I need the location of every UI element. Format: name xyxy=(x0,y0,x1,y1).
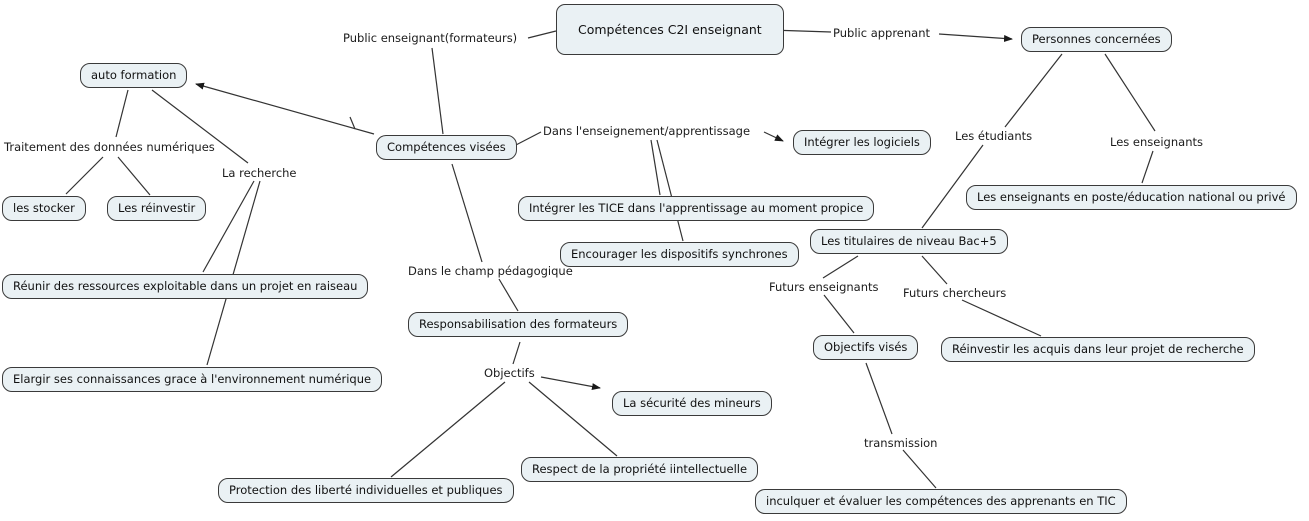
edge-label-dans-enseignement[interactable]: Dans l'enseignement/apprentissage xyxy=(543,124,751,138)
node-reinvestir-acquis[interactable]: Réinvestir les acquis dans leur projet d… xyxy=(941,337,1255,362)
edge-tick xyxy=(349,116,356,130)
edge-main-to-public-enseignant xyxy=(527,30,557,39)
edge-objectifs-to-protection xyxy=(390,381,506,478)
edge-futurs-chercheurs-to-reinvestir-acquis xyxy=(961,299,1042,337)
node-competences-c2i[interactable]: Compétences C2I enseignant xyxy=(556,4,784,55)
edge-label-futurs-chercheurs[interactable]: Futurs chercheurs xyxy=(903,286,1007,300)
edge-auto-formation-to-traitement xyxy=(115,89,129,138)
edge-dans-enseignement-to-encourager xyxy=(656,139,684,242)
edge-dans-enseignement-to-integrer-logiciels xyxy=(763,131,784,142)
edge-objectifs-to-securite xyxy=(540,376,601,390)
edge-auto-formation-to-la-recherche xyxy=(151,89,249,164)
edge-label-transmission[interactable]: transmission xyxy=(864,436,938,450)
edge-la-recherche-to-reunir xyxy=(202,180,255,273)
edge-objectifs-vises-to-transmission xyxy=(865,362,893,435)
edge-la-recherche-to-elargir xyxy=(206,180,261,366)
node-elargir-connaissances[interactable]: Elargir ses connaissances grace à l'envi… xyxy=(2,367,383,392)
edge-label-dans-champ-pedagogique[interactable]: Dans le champ pédagogique xyxy=(408,264,573,278)
edge-label-objectifs[interactable]: Objectifs xyxy=(484,366,535,380)
edge-personnes-to-les-etudiants xyxy=(1004,53,1063,128)
edge-label-la-recherche[interactable]: La recherche xyxy=(222,166,297,180)
node-protection-libertes[interactable]: Protection des liberté individuelles et … xyxy=(218,478,514,503)
node-les-reinvestir[interactable]: Les réinvestir xyxy=(107,196,207,221)
edge-competences-visees-to-auto-formation xyxy=(195,82,375,135)
node-respect-propriete[interactable]: Respect de la propriété iintellectuelle xyxy=(521,457,759,482)
node-competences-visees[interactable]: Compétences visées xyxy=(376,135,517,160)
node-les-stocker[interactable]: les stocker xyxy=(2,196,86,221)
edge-responsabilisation-to-objectifs xyxy=(512,341,521,365)
edge-label-traitement-donnees[interactable]: Traitement des données numériques xyxy=(4,140,215,154)
node-integrer-tice[interactable]: Intégrer les TICE dans l'apprentissage a… xyxy=(518,196,875,221)
edge-competences-visees-to-dans-enseignement xyxy=(513,131,542,147)
edge-bac5-to-futurs-chercheurs xyxy=(921,255,948,285)
edge-label-public-enseignant[interactable]: Public enseignant(formateurs) xyxy=(343,31,518,45)
edge-les-enseignants-to-poste xyxy=(1141,150,1154,184)
node-responsabilisation[interactable]: Responsabilisation des formateurs xyxy=(408,312,629,337)
edge-label-public-apprenant[interactable]: Public apprenant xyxy=(833,26,931,40)
edge-objectifs-to-respect xyxy=(528,381,618,457)
edge-label-futurs-enseignants[interactable]: Futurs enseignants xyxy=(769,280,879,294)
node-auto-formation[interactable]: auto formation xyxy=(80,63,188,88)
edge-traitement-to-les-stocker xyxy=(65,156,104,195)
edge-public-enseignant-to-competences-visees xyxy=(431,47,444,135)
edge-traitement-to-les-reinvestir xyxy=(117,156,151,196)
node-enseignants-poste[interactable]: Les enseignants en poste/éducation natio… xyxy=(966,185,1297,210)
edge-personnes-to-les-enseignants xyxy=(1104,53,1156,132)
node-objectifs-vises[interactable]: Objectifs visés xyxy=(813,335,919,360)
edge-champ-to-responsabilisation xyxy=(498,278,519,312)
node-titulaires-bac5[interactable]: Les titulaires de niveau Bac+5 xyxy=(810,229,1008,254)
node-integrer-logiciels[interactable]: Intégrer les logiciels xyxy=(793,130,931,155)
edge-label-les-etudiants[interactable]: Les étudiants xyxy=(955,129,1033,143)
node-personnes-concernees[interactable]: Personnes concernées xyxy=(1021,27,1172,52)
node-inculquer-evaluer[interactable]: inculquer et évaluer les compétences des… xyxy=(755,489,1127,514)
edge-transmission-to-inculquer xyxy=(902,449,937,489)
edge-competences-visees-to-champ xyxy=(451,163,483,263)
edge-bac5-to-futurs-enseignants xyxy=(822,255,859,279)
edge-label-les-enseignants[interactable]: Les enseignants xyxy=(1110,135,1203,149)
edge-public-apprenant-to-personnes xyxy=(938,33,1013,42)
node-encourager-dispositifs[interactable]: Encourager les dispositifs synchrones xyxy=(560,242,799,267)
edge-les-etudiants-to-bac5 xyxy=(921,144,984,229)
node-securite-mineurs[interactable]: La sécurité des mineurs xyxy=(612,391,772,416)
node-reunir-ressources[interactable]: Réunir des ressources exploitable dans u… xyxy=(2,274,369,299)
edge-dans-enseignement-to-tice xyxy=(650,139,661,196)
edge-futurs-enseignants-to-objectifs-vises xyxy=(823,294,855,334)
